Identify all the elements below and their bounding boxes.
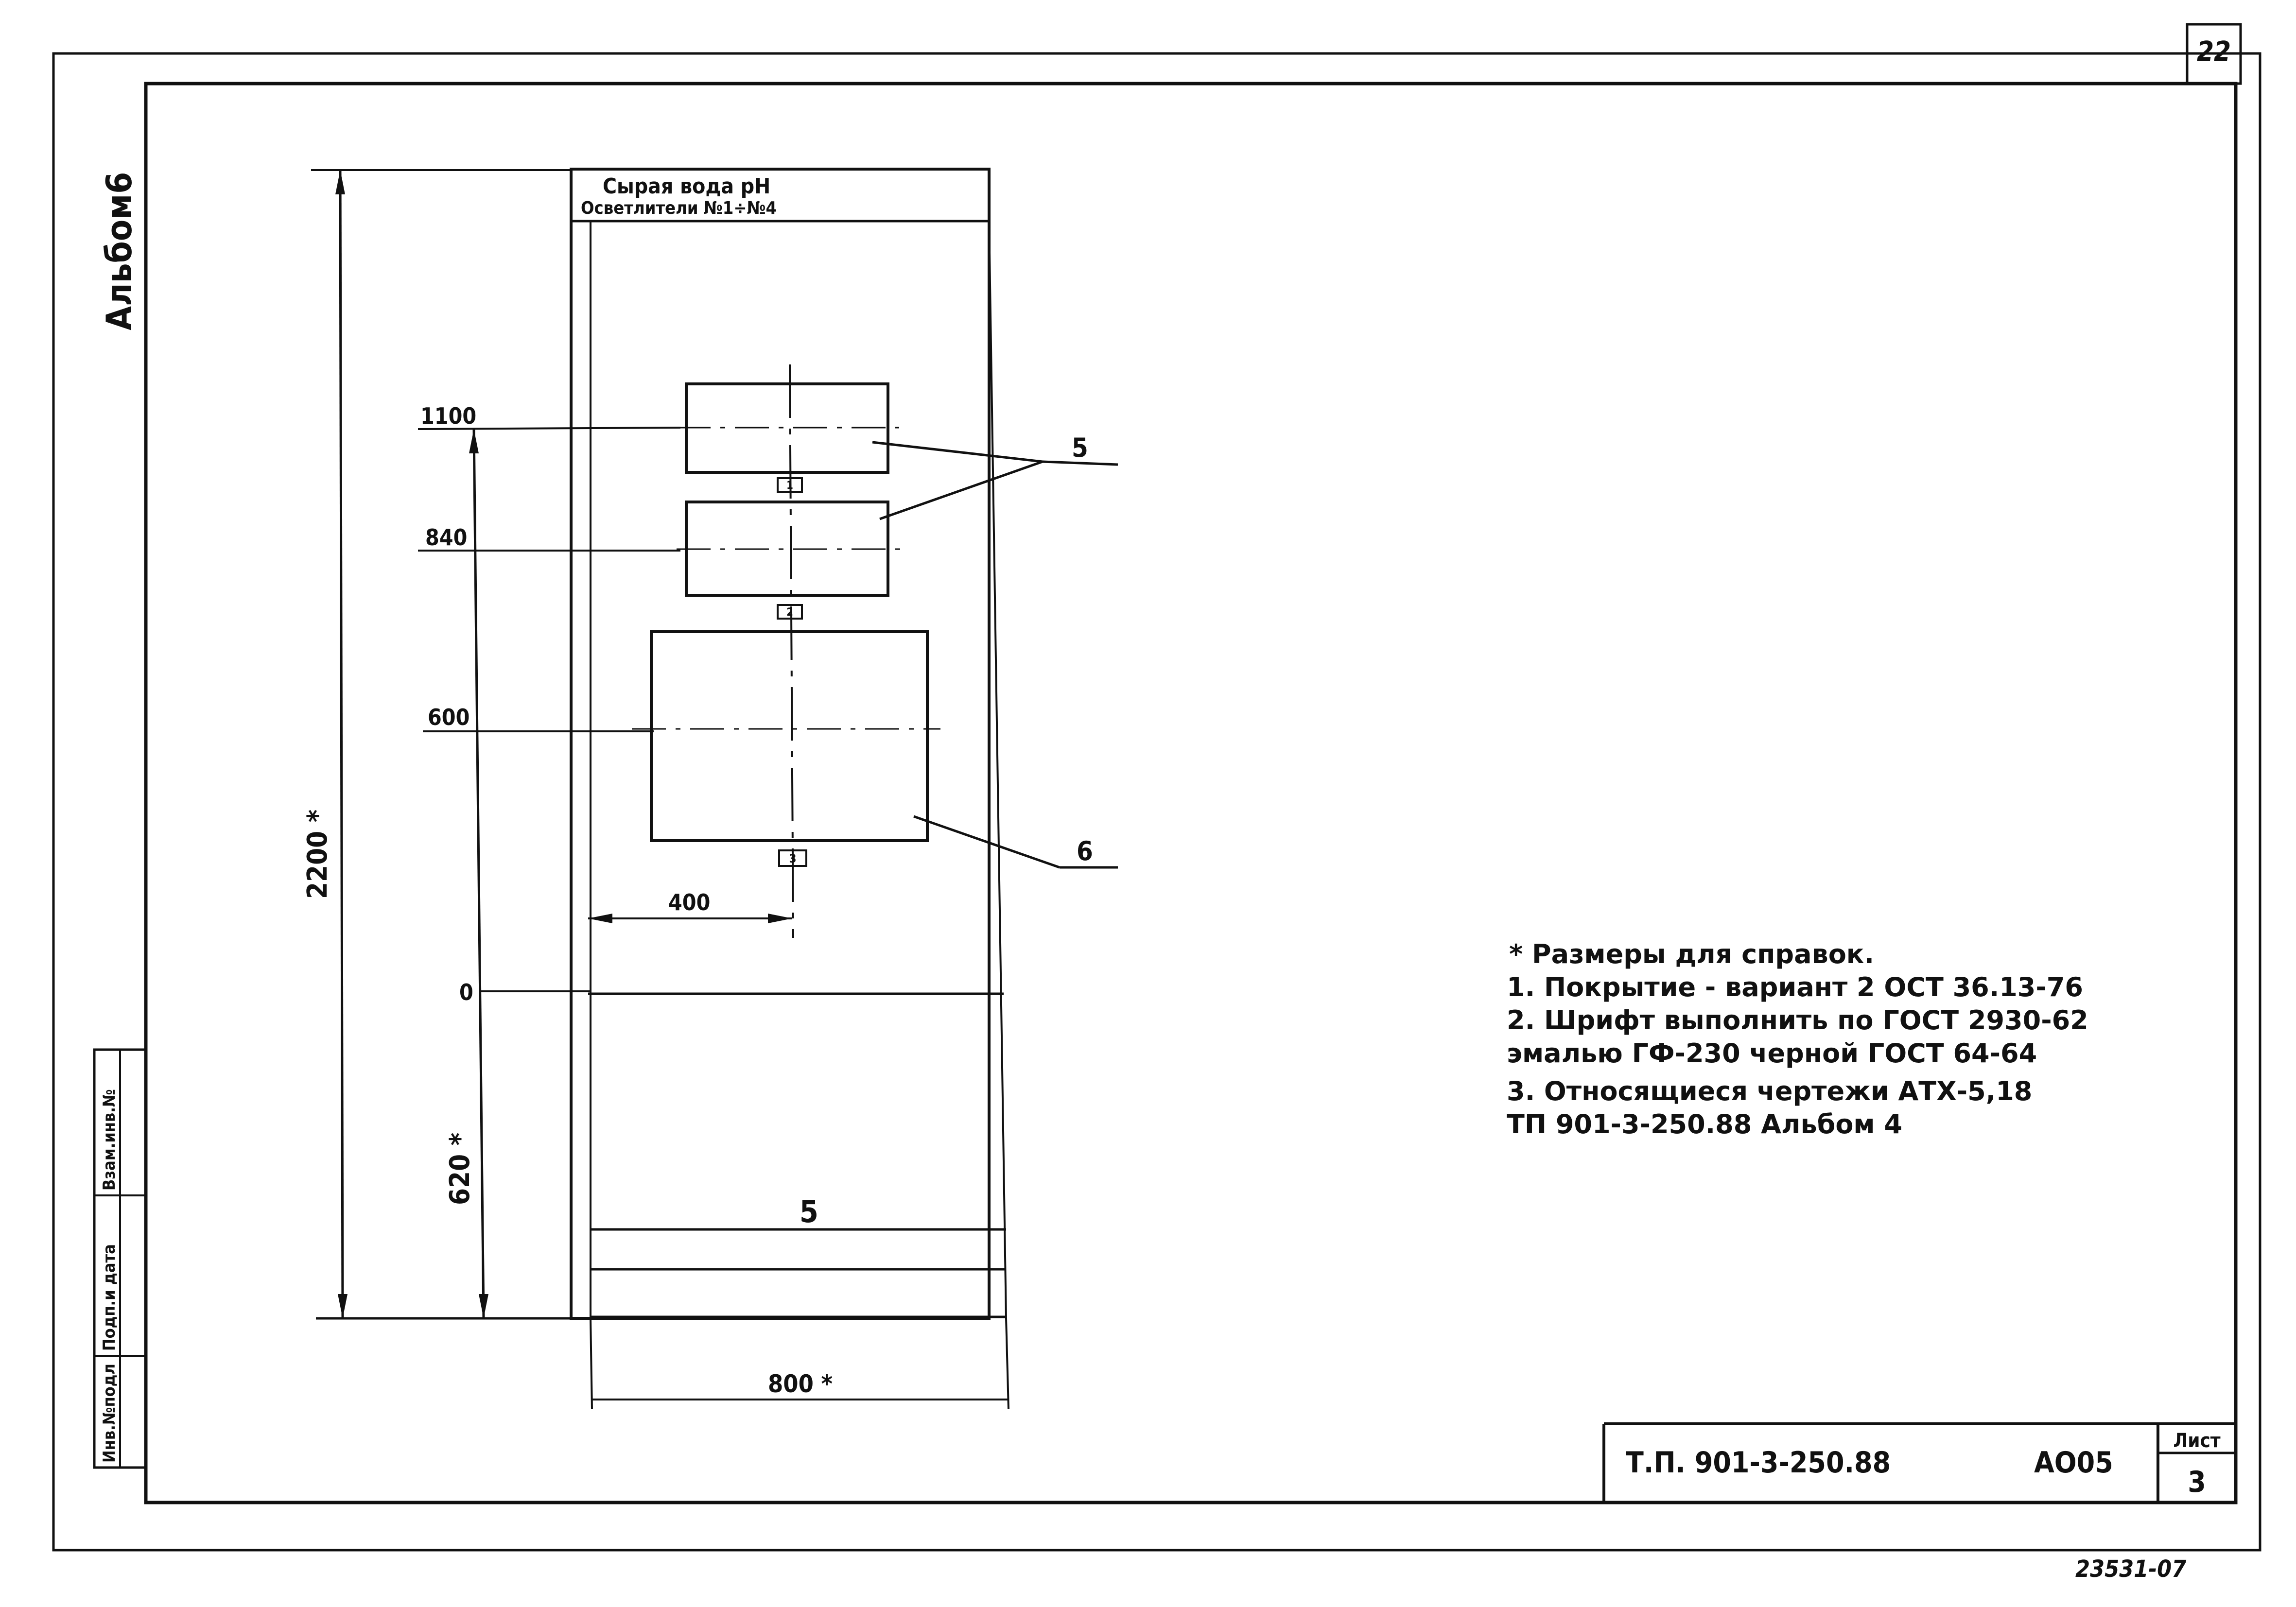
note-item-2: 2. Шрифт выполнить по ГОСТ 2930-62: [1507, 1005, 2088, 1036]
side-stamp-1: Инв.№подл: [100, 1364, 119, 1463]
note-item-2-cont: эмалью ГФ-230 черной ГОСТ 64-64: [1507, 1038, 2037, 1069]
mounting-hole-2: 2: [786, 606, 793, 619]
width-label: 800 *: [768, 1370, 833, 1398]
archive-number: 23531-07: [2075, 1555, 2186, 1583]
inner-frame: [144, 82, 2238, 1504]
note-item-3: 3. Относящиеся чертежи АТХ-5,18: [1507, 1076, 2032, 1106]
album-label: Альбом6: [99, 172, 139, 330]
level-600: 600: [428, 704, 470, 730]
mounting-holes: 1 2 3: [777, 477, 807, 867]
side-stamp-3: Взам.инв.№: [100, 1089, 119, 1191]
level-840: 840: [425, 524, 467, 551]
title-block-mark: АО05: [2034, 1446, 2113, 1480]
offset-400-label: 400: [668, 889, 710, 916]
plate-panel: [570, 168, 1007, 1320]
note-star: * Размеры для справок.: [1509, 939, 1874, 969]
title-block: [1602, 1422, 2236, 1503]
side-stamp: Инв.№подл Подп.и дата Взам.инв.№: [93, 1048, 147, 1469]
callout-5-lower: 5: [800, 1194, 818, 1229]
callout-5-upper: 5: [1072, 432, 1088, 463]
plate-title-line2: Осветлители №1÷№4: [581, 198, 777, 218]
center-line: [789, 364, 794, 938]
mounting-hole-1: 1: [786, 480, 793, 492]
note-item-3-cont: ТП 901-3-250.88 Альбом 4: [1507, 1109, 1902, 1140]
level-0: 0: [459, 979, 473, 1005]
device-box-lower: [650, 630, 929, 842]
overall-height-label: 2200 *: [302, 810, 333, 899]
note-item-1: 1. Покрытие - вариант 2 ОСТ 36.13-76: [1507, 972, 2083, 1002]
mounting-hole-3: 3: [789, 852, 796, 865]
side-stamp-2: Подп.и дата: [100, 1244, 119, 1351]
lower-height-label: 620 *: [444, 1133, 476, 1205]
sheet-number-box: [2186, 23, 2242, 85]
plate-title-line1: Сырая вода pH: [603, 174, 770, 199]
sheet-number-top: 22: [2197, 36, 2231, 68]
callout-6: 6: [1077, 836, 1093, 866]
level-1100: 1100: [420, 403, 476, 429]
title-block-sheet-value: 3: [2188, 1465, 2206, 1499]
title-block-code: Т.П. 901-3-250.88: [1626, 1446, 1891, 1480]
outer-border: [52, 52, 2261, 1552]
title-block-sheet-label: Лист: [2173, 1430, 2220, 1452]
